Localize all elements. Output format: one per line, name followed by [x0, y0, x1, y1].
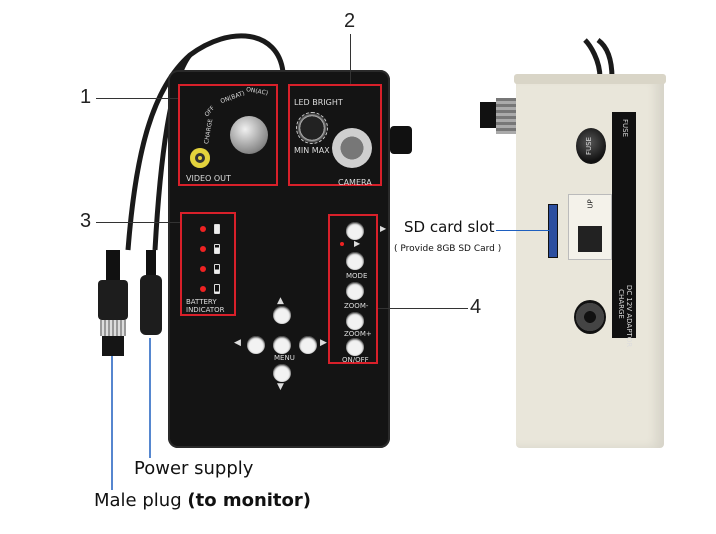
min-max-label: MIN MAX — [294, 146, 330, 155]
record-play-button[interactable] — [346, 222, 364, 240]
play-icon: ▶ — [354, 239, 361, 248]
callout-leader-4 — [378, 308, 468, 309]
dpad-left-button[interactable] — [247, 336, 265, 354]
male-plug-note: (to monitor) — [187, 490, 312, 511]
battery-led-4 — [200, 286, 206, 292]
sd-up-label: UP — [586, 199, 595, 209]
video-out-label: VIDEO OUT — [186, 174, 231, 183]
record-dot-icon — [340, 242, 344, 246]
side-camera-connector — [480, 98, 516, 142]
sd-card-slot-label: SD card slot — [404, 218, 495, 236]
side-fuse-label: FUSE — [621, 118, 630, 138]
callout-box-3 — [180, 212, 236, 316]
mode-label: MODE — [346, 272, 368, 280]
battery-level-icon — [214, 284, 220, 294]
right-arrow-icon: ▶ — [320, 338, 327, 348]
callout-box-2 — [288, 84, 382, 186]
callout-leader-1 — [96, 98, 178, 99]
side-adaptor-label: DC 12V ADAPTOR — [625, 284, 634, 348]
male-plug-text: Male plug — [94, 490, 182, 511]
callout-leader-3 — [96, 222, 180, 223]
side-top-cap — [514, 74, 666, 84]
zoom-plus-label: ZOOM+ — [344, 330, 372, 338]
side-charge-label: CHARGE — [616, 289, 625, 319]
onoff-label: ON/OFF — [342, 356, 369, 364]
fuse-cap-label: FUSE — [585, 136, 594, 156]
zoom-minus-button[interactable] — [346, 282, 364, 300]
callout-box-1 — [178, 84, 278, 186]
dpad-up-button[interactable] — [273, 306, 291, 324]
callout-leader-2 — [350, 34, 351, 84]
dpad-right-button[interactable] — [299, 336, 317, 354]
callout-number-2: 2 — [344, 10, 356, 32]
battery-level-icon — [214, 224, 220, 234]
box4-arrow-icon: ▶ — [380, 224, 387, 233]
battery-level-icon — [214, 244, 220, 254]
menu-label: MENU — [274, 354, 295, 362]
camera-side-connector — [390, 126, 412, 154]
battery-level-icon — [214, 264, 220, 274]
battery-indicator-label-2: INDICATOR — [186, 306, 225, 314]
male-plug-connector — [98, 250, 128, 360]
zoom-plus-button[interactable] — [346, 312, 364, 330]
callout-box-4 — [328, 214, 378, 364]
dpad-down-button[interactable] — [273, 364, 291, 382]
led-bright-label: LED BRIGHT — [294, 98, 343, 107]
sd-card-icon — [548, 204, 558, 258]
left-arrow-icon: ◀ — [234, 338, 241, 348]
mode-button[interactable] — [346, 252, 364, 270]
sd-label-leader — [496, 230, 550, 231]
zoom-minus-label: ZOOM- — [344, 302, 369, 310]
led-brightness-knob[interactable] — [296, 112, 328, 144]
callout-number-1: 1 — [80, 86, 92, 108]
down-arrow-icon: ▼ — [277, 382, 284, 392]
camera-socket — [332, 128, 372, 168]
dpad-menu-button[interactable] — [273, 336, 291, 354]
onoff-button[interactable] — [346, 338, 364, 356]
video-out-jack — [190, 148, 210, 168]
power-knob[interactable] — [230, 116, 268, 154]
side-label-strip — [612, 112, 636, 338]
battery-led-1 — [200, 226, 206, 232]
callout-number-3: 3 — [80, 210, 92, 232]
battery-led-2 — [200, 246, 206, 252]
camera-label: CAMERA — [338, 178, 372, 187]
male-plug-label: Male plug (to monitor) — [94, 490, 311, 511]
sd-slot-opening — [578, 226, 602, 252]
dc-adaptor-jack — [574, 300, 606, 334]
callout-number-4: 4 — [470, 296, 482, 318]
up-arrow-icon: ▲ — [277, 296, 284, 306]
sd-card-note: ( Provide 8GB SD Card ) — [394, 244, 502, 254]
fuse-holder[interactable] — [576, 128, 606, 164]
power-supply-connector — [140, 250, 162, 340]
battery-indicator-label-1: BATTERY — [186, 298, 217, 306]
power-supply-label: Power supply — [134, 458, 254, 479]
battery-led-3 — [200, 266, 206, 272]
